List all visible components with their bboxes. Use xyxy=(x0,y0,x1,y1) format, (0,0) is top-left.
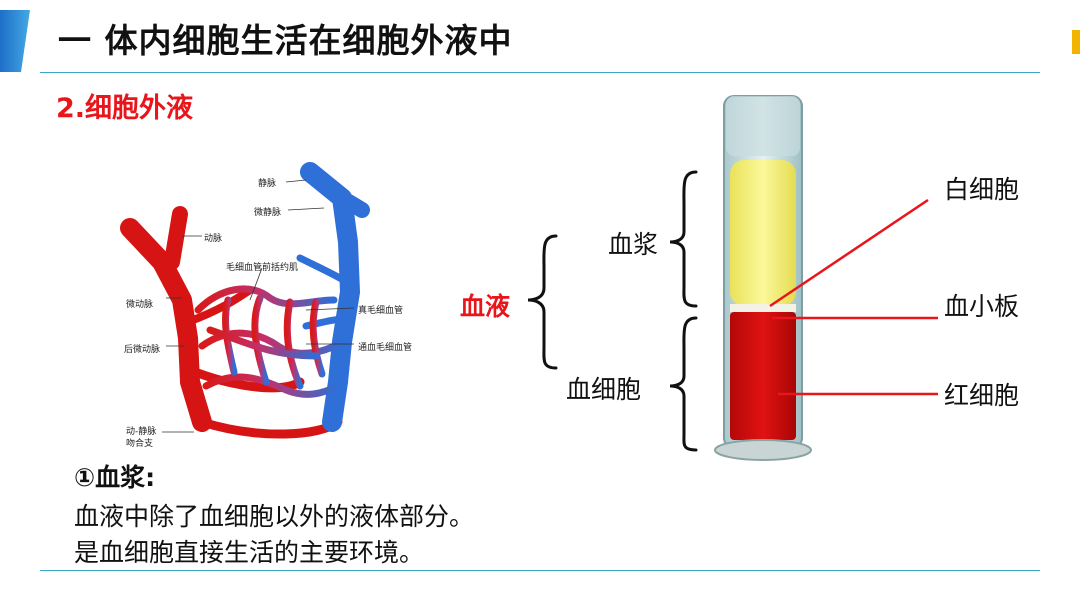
plasma-definition-line1: 血液中除了血细胞以外的液体部分。 xyxy=(74,502,475,531)
buffy-coat-layer xyxy=(730,304,796,312)
header-accent-right xyxy=(1072,30,1080,54)
rbc-layer xyxy=(730,312,796,440)
label-venule: 微静脉 xyxy=(254,208,282,218)
vein-shape xyxy=(296,162,370,432)
label-precapillary-sphincter: 毛细血管前括约肌 xyxy=(226,263,299,273)
label-vein: 静脉 xyxy=(258,179,277,189)
plasma-layer xyxy=(730,160,796,306)
label-plasma: 血浆 xyxy=(608,230,659,259)
label-thoroughfare: 通血毛细血管 xyxy=(358,343,413,353)
pointer-lines xyxy=(769,198,938,396)
label-arteriole: 微动脉 xyxy=(126,300,154,310)
capillary-network xyxy=(194,285,346,398)
brace-plasma xyxy=(669,170,698,308)
label-blood: 血液 xyxy=(460,292,511,321)
pointer-wbc xyxy=(769,198,929,308)
page-title: 一 体内细胞生活在细胞外液中 xyxy=(58,21,513,60)
brace-blood xyxy=(527,234,558,370)
header-accent-left xyxy=(0,10,30,72)
plasma-heading: ①血浆: xyxy=(74,463,156,492)
plasma-definition-line2: 是血细胞直接生活的主要环境。 xyxy=(74,538,425,567)
label-artery: 动脉 xyxy=(204,234,223,244)
label-blood-cells: 血细胞 xyxy=(566,375,642,404)
label-true-capillary: 真毛细血管 xyxy=(358,306,404,316)
brace-cells xyxy=(669,316,698,452)
footer-divider xyxy=(40,570,1040,571)
diagram-leader-lines xyxy=(162,179,355,433)
section-subtitle: 2.细胞外液 xyxy=(56,93,194,124)
header-divider xyxy=(40,72,1040,73)
label-platelet: 血小板 xyxy=(944,292,1020,321)
label-rbc: 红细胞 xyxy=(944,381,1020,410)
test-tube xyxy=(714,95,812,461)
label-shunt-line1: 动-静脉 xyxy=(126,427,157,437)
label-metarteriole: 后微动脉 xyxy=(124,345,161,355)
capillary-diagram xyxy=(120,162,370,439)
blood-braces xyxy=(527,170,698,452)
label-wbc: 白细胞 xyxy=(944,175,1020,204)
artery-shape xyxy=(120,206,343,439)
label-shunt-line2: 吻合支 xyxy=(126,439,154,449)
